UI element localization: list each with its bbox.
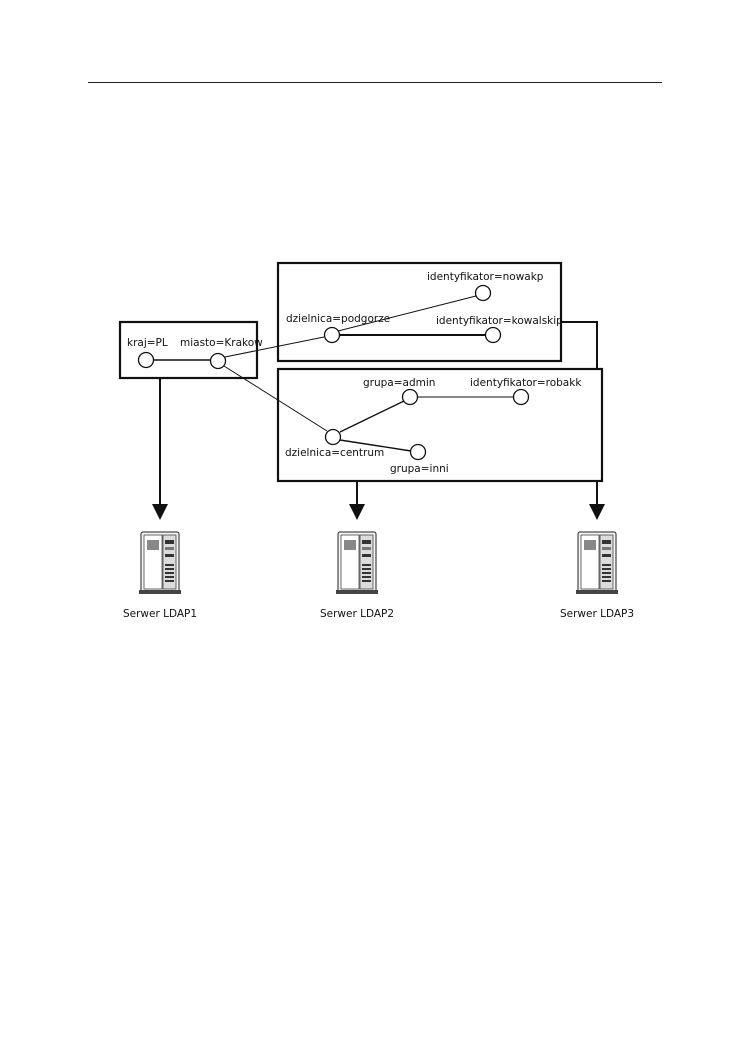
- edge-podgorze-nowakp: [337, 295, 477, 332]
- node-podgorze: [323, 326, 341, 344]
- node-centrum: [324, 428, 342, 446]
- ldap2-partition-box: [276, 367, 604, 483]
- edge-centrum-admin: [339, 400, 405, 433]
- label-centrum: dzielnica=centrum: [285, 447, 384, 459]
- ldap1-partition-box: [118, 320, 259, 380]
- caption-ldap2: Serwer LDAP2: [320, 608, 394, 620]
- node-robakk: [512, 388, 530, 406]
- node-kraj: [137, 351, 155, 369]
- page-header-rule: [88, 82, 662, 83]
- label-nowakp: identyfikator=nowakp: [427, 271, 544, 283]
- connector-ldap3-box: [561, 321, 598, 369]
- label-robakk: identyfikator=robakk: [470, 377, 582, 389]
- edge-centrum-inni: [339, 439, 412, 452]
- label-kraj: kraj=PL: [127, 337, 168, 349]
- edge-miasto-podgorze: [224, 336, 325, 358]
- caption-ldap3: Serwer LDAP3: [560, 608, 634, 620]
- node-miasto: [209, 352, 227, 370]
- node-nowakp: [474, 284, 492, 302]
- node-inni: [409, 443, 427, 461]
- label-inni: grupa=inni: [390, 463, 449, 475]
- ldap3-partition-box: [276, 261, 563, 363]
- node-kowalskip: [484, 326, 502, 344]
- edge-miasto-centrum: [223, 365, 328, 432]
- label-admin: grupa=admin: [363, 377, 435, 389]
- server-icon: [138, 531, 182, 595]
- server-icon: [335, 531, 379, 595]
- label-miasto: miasto=Krakow: [180, 337, 263, 349]
- server-icon: [575, 531, 619, 595]
- caption-ldap1: Serwer LDAP1: [123, 608, 197, 620]
- label-kowalskip: identyfikator=kowalskip: [436, 315, 563, 327]
- node-admin: [401, 388, 419, 406]
- label-podgorze: dzielnica=podgorze: [286, 313, 390, 325]
